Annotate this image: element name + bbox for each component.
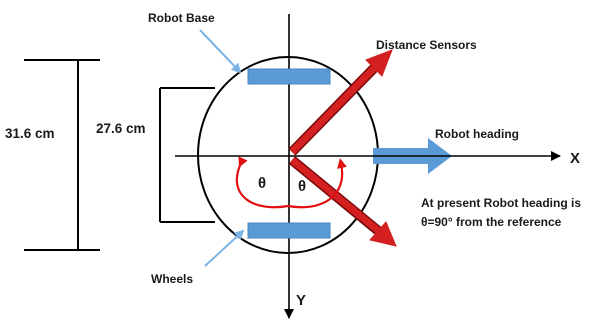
wheels-label: Wheels xyxy=(151,272,193,286)
heading-note-line1: At present Robot heading is xyxy=(421,196,581,210)
wheels-pointer xyxy=(204,229,245,267)
theta-right-label: θ xyxy=(298,178,306,195)
distance-sensor-lower xyxy=(288,156,397,247)
y-axis-label: Y xyxy=(296,292,306,309)
distance-sensor-upper xyxy=(288,49,393,156)
inner-dimension xyxy=(159,87,215,223)
robot-base-pointer xyxy=(199,29,242,74)
theta-left-label: θ xyxy=(258,175,266,192)
x-axis-label: X xyxy=(570,150,580,167)
distance-sensors-label: Distance Sensors xyxy=(376,38,477,52)
robot-base-label: Robot Base xyxy=(148,11,215,25)
outer-dimension xyxy=(24,59,100,251)
theta-angle-arc xyxy=(235,156,347,209)
wheel-bottom xyxy=(247,222,331,239)
wheel-top xyxy=(247,68,331,85)
inner-dimension-label: 27.6 cm xyxy=(96,121,146,136)
outer-dimension-label: 31.6 cm xyxy=(5,126,55,141)
heading-note-line2: θ=90° from the reference xyxy=(421,215,562,229)
robot-heading-label: Robot heading xyxy=(435,127,519,141)
